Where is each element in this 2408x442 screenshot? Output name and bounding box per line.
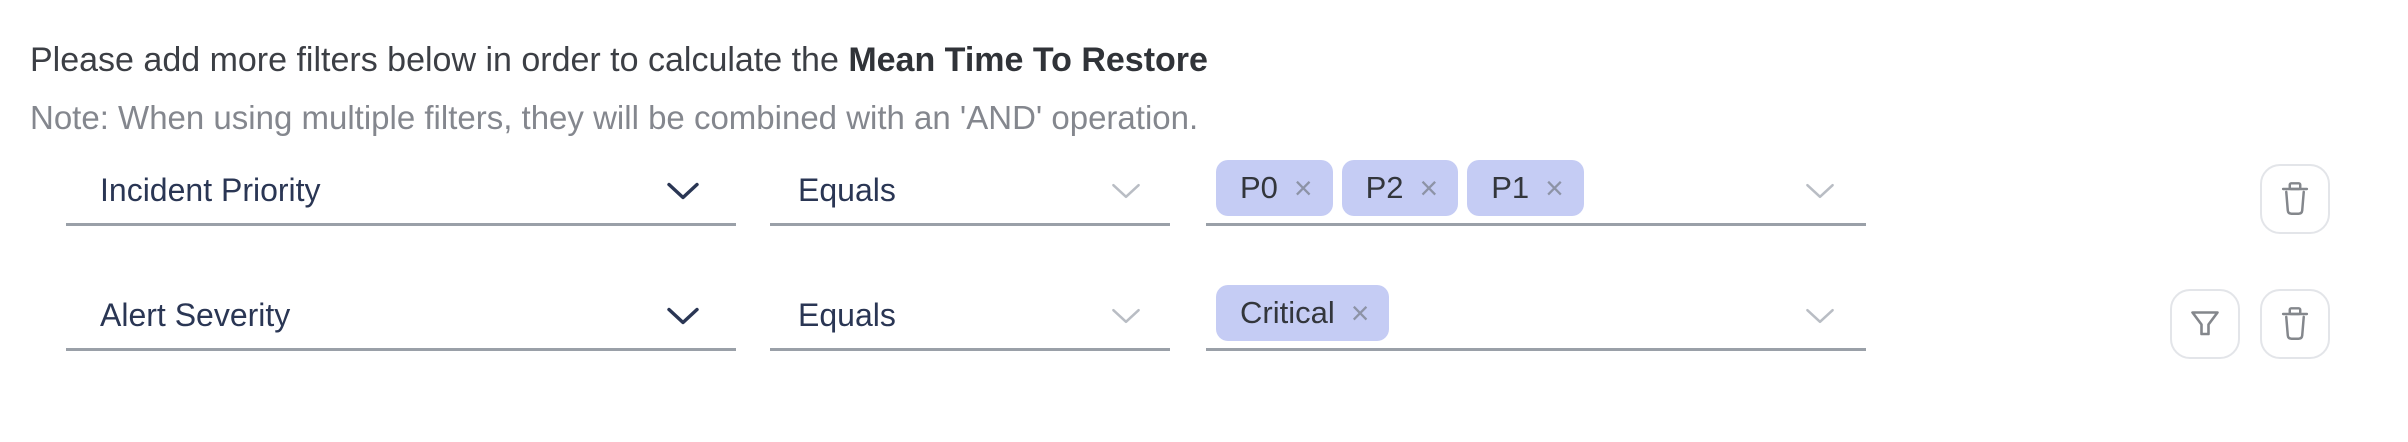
chevron-down-icon <box>1806 183 1834 198</box>
field-select[interactable]: Incident Priority <box>66 158 736 226</box>
operator-select[interactable]: Equals <box>770 158 1170 226</box>
filters-panel: Please add more filters below in order t… <box>30 38 2330 359</box>
operator-select[interactable]: Equals <box>770 283 1170 351</box>
intro-text-regular: Please add more filters below in order t… <box>30 41 849 79</box>
value-chip: P0 × <box>1216 159 1333 216</box>
filter-row: Alert Severity Equals Critical × <box>66 283 2330 359</box>
field-select-label: Incident Priority <box>100 172 321 208</box>
selected-values: Critical × <box>1216 284 1390 341</box>
funnel-icon <box>2191 311 2219 336</box>
field-select[interactable]: Alert Severity <box>66 283 736 351</box>
values-select[interactable]: P0 × P2 × P1 × <box>1206 158 1866 226</box>
value-chip: P1 × <box>1467 159 1584 216</box>
value-chip: Critical × <box>1216 284 1390 341</box>
chevron-down-icon <box>1112 308 1140 323</box>
value-chip-label: Critical <box>1240 294 1335 330</box>
operator-select-label: Equals <box>798 297 896 333</box>
remove-value-icon[interactable]: × <box>1350 294 1370 331</box>
chevron-down-icon <box>667 182 699 199</box>
trash-icon <box>2281 307 2309 340</box>
chevron-down-icon <box>1806 308 1834 323</box>
filter-button[interactable] <box>2170 289 2240 359</box>
intro-text: Please add more filters below in order t… <box>30 38 2330 82</box>
metric-name: Mean Time To Restore <box>848 41 1208 79</box>
chevron-down-icon <box>1112 183 1140 198</box>
chevron-down-icon <box>667 307 699 324</box>
remove-value-icon[interactable]: × <box>1545 169 1564 206</box>
remove-value-icon[interactable]: × <box>1419 169 1439 206</box>
value-chip-label: P2 <box>1365 169 1404 205</box>
delete-button[interactable] <box>2260 164 2330 234</box>
row-actions <box>2170 289 2330 359</box>
field-select-label: Alert Severity <box>100 297 291 333</box>
value-chip-label: P0 <box>1240 169 1278 205</box>
selected-values: P0 × P2 × P1 × <box>1216 159 1584 216</box>
note-text: Note: When using multiple filters, they … <box>30 99 1199 136</box>
delete-button[interactable] <box>2260 289 2330 359</box>
value-chip-label: P1 <box>1491 169 1530 205</box>
row-actions <box>2260 164 2330 234</box>
operator-select-label: Equals <box>798 172 896 208</box>
value-chip: P2 × <box>1341 159 1459 216</box>
trash-icon <box>2281 182 2309 215</box>
values-select[interactable]: Critical × <box>1206 283 1866 351</box>
filter-row: Incident Priority Equals P0 × P2 × P1 × <box>66 158 2330 234</box>
filter-rows: Incident Priority Equals P0 × P2 × P1 × <box>66 158 2330 359</box>
remove-value-icon[interactable]: × <box>1293 169 1313 206</box>
